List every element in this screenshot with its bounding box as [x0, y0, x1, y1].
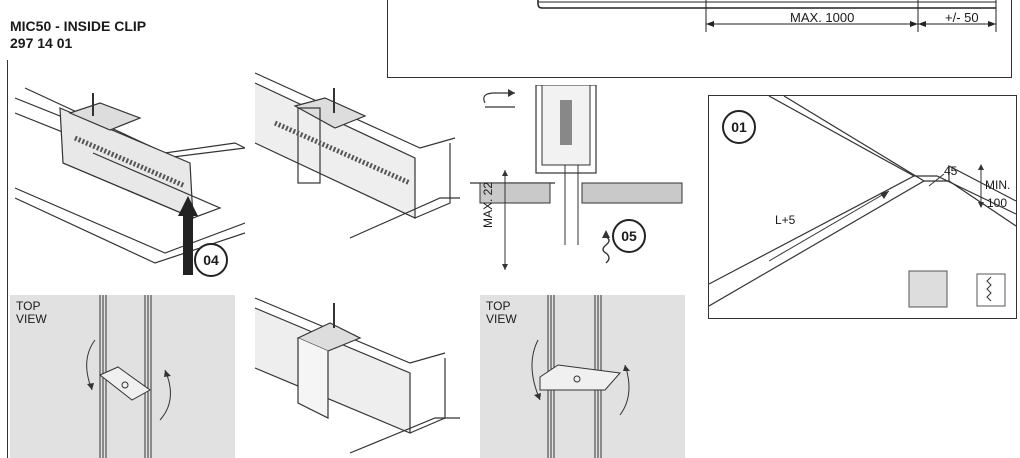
max-length-label: MAX. 1000 [790, 10, 855, 25]
min-value-label: 100 [987, 196, 1008, 210]
top-view-line1-b: TOP [486, 299, 511, 313]
top-view-label-1: TOP VIEW [16, 300, 47, 326]
top-view-panel-1 [10, 295, 235, 458]
product-name: MIC50 - INSIDE CLIP [10, 18, 147, 34]
insert-arrow-shaft [183, 213, 193, 275]
max-ceiling-label: MAX. 22 [481, 181, 495, 228]
step-04-marker: 04 [194, 243, 228, 277]
ceiling-cutout-panel [708, 95, 1017, 319]
cut-length-label: L+5 [775, 213, 796, 227]
jigsaw-icon [908, 270, 948, 308]
top-view-label-2: TOP VIEW [486, 300, 517, 326]
top-view-line1: TOP [16, 299, 41, 313]
top-view-line2-b: VIEW [486, 312, 517, 326]
install-step-clip-mounted [250, 68, 460, 243]
top-view-line2: VIEW [16, 312, 47, 326]
min-label: MIN. [985, 178, 1011, 192]
tolerance-label: +/- 50 [945, 10, 979, 25]
dimension-frame [387, 0, 1012, 78]
cut-width-label: 45 [944, 164, 958, 178]
product-code: 297 14 01 [10, 35, 73, 51]
step-01-marker: 01 [722, 110, 756, 144]
install-step-clip-rotated [250, 293, 460, 458]
insert-arrow-head [178, 196, 198, 216]
install-step-clip-insert [15, 68, 245, 283]
dimension-drawing [537, 0, 997, 32]
document-title: MIC50 - INSIDE CLIP 297 14 01 [10, 18, 146, 52]
left-margin-rule [7, 60, 8, 458]
saw-blade-icon [976, 273, 1006, 307]
step-05-marker: 05 [612, 219, 646, 253]
section-ceiling-view [470, 85, 690, 280]
top-view-panel-2 [480, 295, 685, 458]
